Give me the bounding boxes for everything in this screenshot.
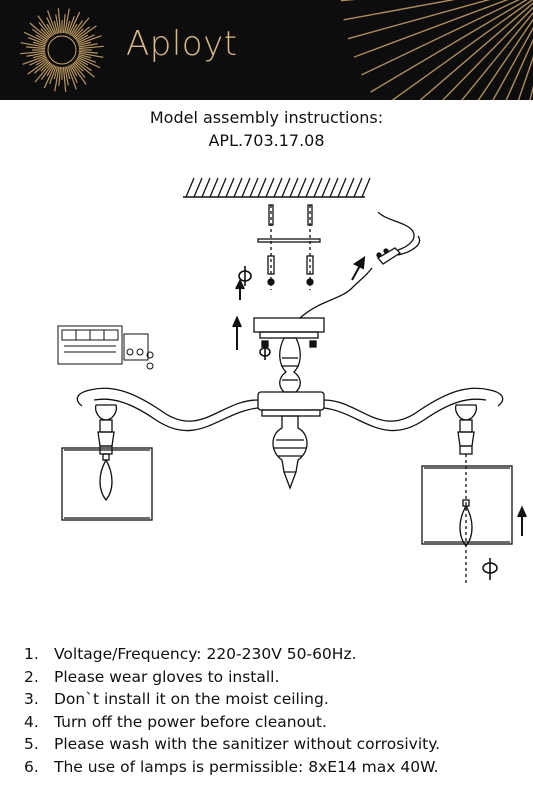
up-arrow-icon — [232, 255, 527, 536]
page-title: Model assembly instructions: — [149, 108, 384, 127]
list-item: 3.Don`t install it on the moist ceiling. — [24, 690, 329, 709]
rotate-arrow-icon — [238, 266, 498, 580]
assembly-diagram — [57, 177, 527, 584]
candle-bulb-icon — [459, 499, 473, 548]
model-number: APL.703.17.08 — [208, 131, 325, 150]
lamp-shade-icon — [61, 447, 153, 521]
ceiling-hatch — [183, 177, 371, 198]
instructions-list: 1.Voltage/Frequency: 220-230V 50-60Hz. 2… — [24, 643, 440, 779]
list-item: 1.Voltage/Frequency: 220-230V 50-60Hz. — [24, 645, 357, 663]
sunburst-icon — [20, 0, 533, 100]
brand-logo: Aployt — [126, 24, 238, 64]
lamp-shade-icon — [421, 465, 513, 545]
list-item: 4.Turn off the power before cleanout. — [24, 712, 327, 731]
header-banner: Aployt — [0, 0, 533, 100]
candle-bulb-icon — [99, 453, 113, 502]
screw-icon — [257, 204, 321, 290]
list-item: 6.The use of lamps is permissible: 8xE14… — [24, 757, 439, 776]
list-item: 5.Please wash with the sanitizer without… — [24, 735, 441, 754]
list-item: 2.Please wear gloves to install. — [24, 667, 280, 686]
terminal-block-icon — [57, 325, 154, 370]
